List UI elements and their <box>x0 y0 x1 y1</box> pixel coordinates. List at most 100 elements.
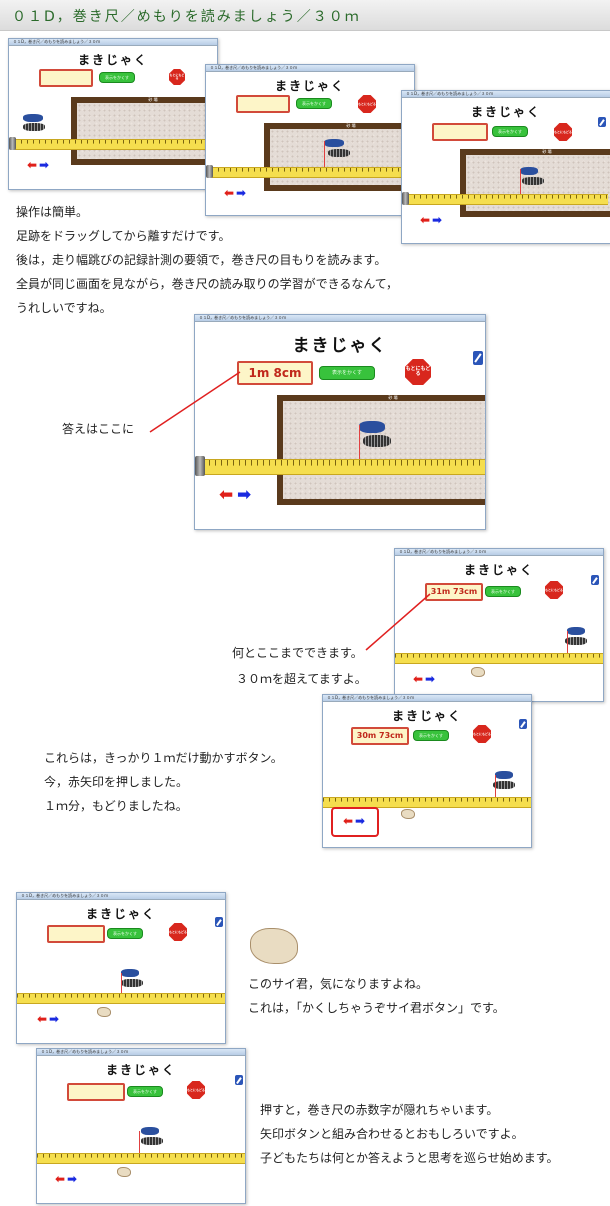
landing-marker <box>359 425 360 469</box>
arrow-right-icon[interactable]: ➡ <box>237 485 252 505</box>
measuring-tape <box>17 993 225 1004</box>
window-caption: ０１D，巻き尺／めもりを読みましょう／３０ｍ <box>37 1049 245 1056</box>
measuring-tape <box>15 139 215 150</box>
shoe-icon[interactable] <box>359 421 385 433</box>
shoe-icon[interactable] <box>23 114 43 122</box>
answer-box <box>67 1083 125 1101</box>
shoe-icon[interactable] <box>141 1137 163 1145</box>
hide-note-line: 矢印ボタンと組み合わせるとおもしろいですよ。 <box>260 1127 524 1141</box>
arrow-left-icon[interactable]: ⬅ <box>224 186 235 200</box>
stop-icon[interactable]: もとにもどる <box>187 1081 205 1099</box>
app-window-6: ０１D，巻き尺／めもりを読みましょう／３０ｍ まきじゃく 30m 73cm 表示… <box>322 694 532 848</box>
arrow-right-icon[interactable]: ➡ <box>39 158 50 172</box>
arrow-right-icon[interactable]: ➡ <box>355 814 366 828</box>
window-caption: ０１D，巻き尺／めもりを読みましょう／３０ｍ <box>323 695 531 702</box>
app-window-5: ０１D，巻き尺／めもりを読みましょう／３０ｍ まきじゃく 31m 73cm 表示… <box>394 548 604 702</box>
rhino-note-line: これは，「かくしちゃうぞサイ君ボタン」です。 <box>248 1001 505 1015</box>
rhino-icon[interactable] <box>117 1167 131 1177</box>
arrow-left-icon[interactable]: ⬅ <box>420 213 431 227</box>
arrow-right-icon[interactable]: ➡ <box>425 672 436 686</box>
measuring-tape <box>37 1153 245 1164</box>
tape-case-icon <box>9 137 16 150</box>
shoe-icon[interactable] <box>141 1127 159 1135</box>
pen-icon[interactable] <box>598 117 606 127</box>
shoe-icon[interactable] <box>493 781 515 789</box>
rhino-icon[interactable] <box>401 809 415 819</box>
arrow-right-icon[interactable]: ➡ <box>67 1172 78 1186</box>
page-title: ０１D，巻き尺／めもりを読みましょう／３０ｍ <box>12 9 361 25</box>
app-window-8: ０１D，巻き尺／めもりを読みましょう／３０ｍ まきじゃく 表示をかくす もとにも… <box>36 1048 246 1204</box>
hide-numbers-button[interactable]: 表示をかくす <box>99 72 135 83</box>
hide-numbers-button[interactable]: 表示をかくす <box>413 730 449 741</box>
answer-box <box>236 95 290 113</box>
arrow-left-icon[interactable]: ⬅ <box>27 158 38 172</box>
shoe-icon[interactable] <box>324 139 344 147</box>
shoe-icon[interactable] <box>328 149 350 157</box>
answer-box: 1m 8cm <box>237 361 313 385</box>
rhino-note-line: このサイ君，気になりますよね。 <box>248 977 429 991</box>
pen-icon[interactable] <box>519 719 527 729</box>
shoe-icon[interactable] <box>121 969 139 977</box>
sand-pit: 砂 場 <box>71 97 217 165</box>
sand-pit-label: 砂 場 <box>346 123 356 128</box>
app-title: まきじゃく <box>274 79 345 93</box>
arrow-left-icon[interactable]: ⬅ <box>37 1012 48 1026</box>
arrows-note-line: 今，赤矢印を押しました。 <box>44 775 189 789</box>
arrow-right-icon[interactable]: ➡ <box>236 186 247 200</box>
window-caption: ０１D，巻き尺／めもりを読みましょう／３０ｍ <box>17 893 225 900</box>
shoe-icon[interactable] <box>23 123 45 131</box>
hide-numbers-button[interactable]: 表示をかくす <box>107 928 143 939</box>
arrow-right-icon[interactable]: ➡ <box>49 1012 60 1026</box>
arrows-note-line: １ｍ分，もどりましたね。 <box>44 799 188 813</box>
stop-icon[interactable]: もとにもどる <box>554 123 572 141</box>
app-window-3: ０１D，巻き尺／めもりを読みましょう／３０ｍ まきじゃく 表示をかくす もとにも… <box>401 90 610 244</box>
app-title: まきじゃく <box>470 105 541 119</box>
pen-icon[interactable] <box>473 351 483 365</box>
rhino-icon[interactable] <box>97 1007 111 1017</box>
hide-numbers-button[interactable]: 表示をかくす <box>485 586 521 597</box>
app-window-1: ０１D，巻き尺／めもりを読みましょう／３０ｍ まきじゃく 表示をかくす もとにも… <box>8 38 218 190</box>
stop-icon[interactable]: もとにもどる <box>545 581 563 599</box>
measuring-tape <box>408 194 608 205</box>
stop-icon[interactable]: もとにもどる <box>405 359 431 385</box>
app-window-7: ０１D，巻き尺／めもりを読みましょう／３０ｍ まきじゃく 表示をかくす もとにも… <box>16 892 226 1044</box>
stop-icon[interactable]: もとにもどる <box>169 923 187 941</box>
rhino-icon[interactable] <box>471 667 485 677</box>
pen-icon[interactable] <box>591 575 599 585</box>
hide-numbers-button[interactable]: 表示をかくす <box>127 1086 163 1097</box>
arrow-buttons-highlight <box>331 807 379 837</box>
arrow-left-icon[interactable]: ⬅ <box>343 814 354 828</box>
shoe-icon[interactable] <box>363 435 391 447</box>
pen-icon[interactable] <box>235 1075 243 1085</box>
shoe-icon[interactable] <box>522 177 544 185</box>
answer-box: 31m 73cm <box>425 583 483 601</box>
pen-icon[interactable] <box>215 917 223 927</box>
page-header: ０１D，巻き尺／めもりを読みましょう／３０ｍ <box>0 0 610 31</box>
app-title: まきじゃく <box>463 563 534 577</box>
shoe-icon[interactable] <box>565 637 587 645</box>
window-caption: ０１D，巻き尺／めもりを読みましょう／３０ｍ <box>395 549 603 556</box>
sand-pit-label: 砂 場 <box>542 149 552 154</box>
landing-marker <box>324 141 325 169</box>
arrows-note-line: これらは，きっかり１ｍだけ動かすボタン。 <box>44 751 283 765</box>
app-window-4: ０１D，巻き尺／めもりを読みましょう／３０ｍ まきじゃく 1m 8cm 表示をか… <box>194 314 486 530</box>
measuring-tape <box>395 653 603 664</box>
hide-note-line: 子どもたちは何とか答えようと思考を巡らせ始めます。 <box>260 1151 559 1165</box>
shoe-icon[interactable] <box>121 979 143 987</box>
stop-icon[interactable]: もとにもどる <box>473 725 491 743</box>
answer-box <box>432 123 488 141</box>
shoe-icon[interactable] <box>520 167 538 175</box>
shoe-icon[interactable] <box>567 627 585 635</box>
arrow-left-icon[interactable]: ⬅ <box>219 485 234 505</box>
hide-numbers-button[interactable]: 表示をかくす <box>319 366 375 380</box>
shoe-icon[interactable] <box>495 771 513 779</box>
landing-marker <box>139 1131 140 1157</box>
hide-numbers-button[interactable]: 表示をかくす <box>296 98 332 109</box>
stop-icon[interactable]: もとにもどる <box>169 69 185 85</box>
arrow-right-icon[interactable]: ➡ <box>432 213 443 227</box>
stop-icon[interactable]: もとにもどる <box>358 95 376 113</box>
arrow-left-icon[interactable]: ⬅ <box>55 1172 66 1186</box>
hide-numbers-button[interactable]: 表示をかくす <box>492 126 528 137</box>
app-window-2: ０１D，巻き尺／めもりを読みましょう／３０ｍ まきじゃく 表示をかくす もとにも… <box>205 64 415 216</box>
arrow-left-icon[interactable]: ⬅ <box>413 672 424 686</box>
